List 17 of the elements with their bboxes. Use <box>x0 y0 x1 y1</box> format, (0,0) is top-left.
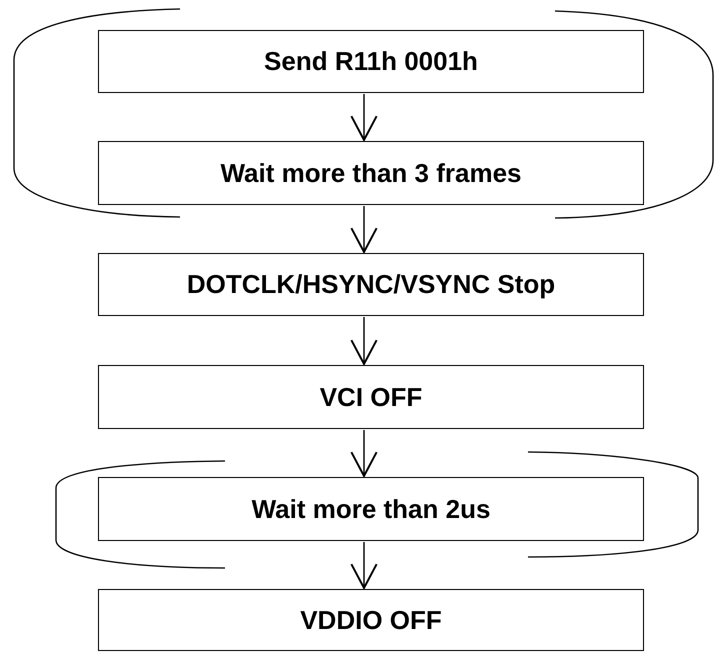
step-label: Wait more than 3 frames <box>220 158 522 188</box>
process-box <box>98 30 644 93</box>
arrow <box>350 94 378 141</box>
process-box <box>98 477 644 541</box>
arrow <box>350 206 378 253</box>
step-label: VDDIO OFF <box>300 604 442 636</box>
process-box <box>98 589 644 651</box>
arrow <box>350 317 378 365</box>
step-label: DOTCLK/HSYNC/VSYNC Stop <box>186 269 556 300</box>
step-label: VCI OFF <box>320 382 422 412</box>
arrow <box>350 430 378 477</box>
process-box <box>98 141 644 205</box>
arrow <box>350 542 378 589</box>
process-box <box>98 253 644 316</box>
process-box <box>98 365 644 429</box>
step-label: Send R11h 0001h <box>264 46 478 77</box>
step-label: Wait more than 2us <box>252 494 490 524</box>
